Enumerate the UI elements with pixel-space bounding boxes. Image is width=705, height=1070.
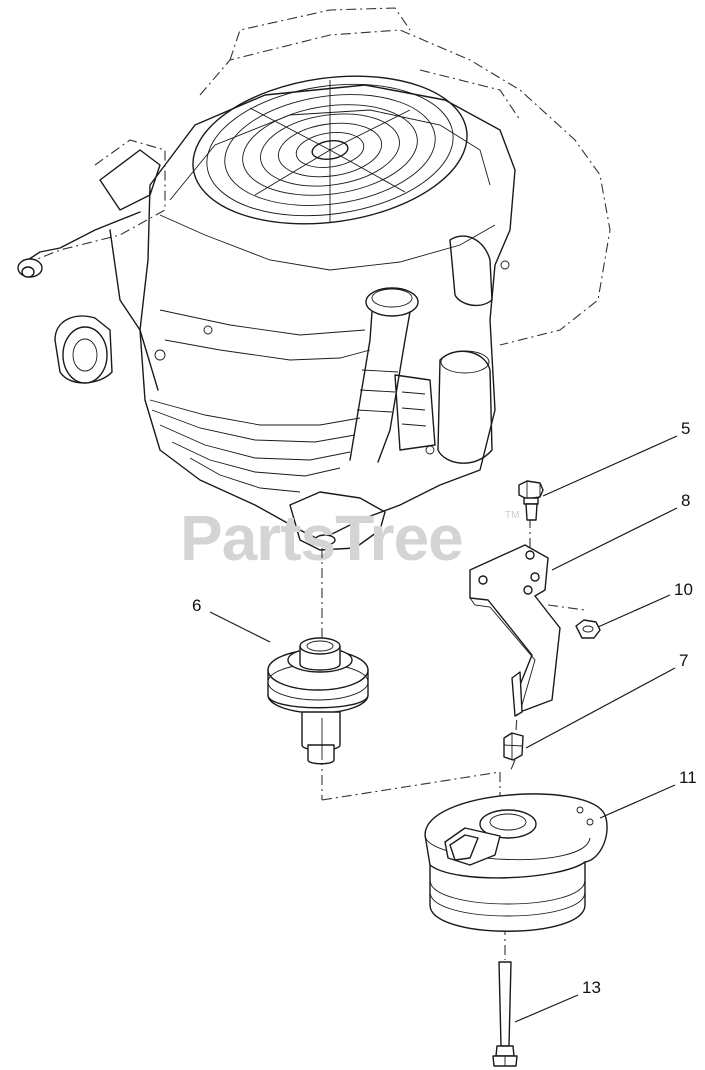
spacer-icon[interactable] xyxy=(503,732,524,761)
callout-7: 7 xyxy=(679,651,688,670)
bolt-icon[interactable] xyxy=(518,480,544,521)
pto-clutch-icon[interactable] xyxy=(424,793,608,932)
leader-13 xyxy=(514,994,579,1023)
oil-fill-cap xyxy=(349,287,419,463)
flywheel-screen xyxy=(192,75,468,225)
watermark: PartsTree TM xyxy=(180,502,519,574)
callouts: 5 8 10 6 7 11 13 xyxy=(192,419,697,997)
leader-5 xyxy=(542,435,678,497)
leader-7 xyxy=(525,667,676,749)
callout-13: 13 xyxy=(582,978,601,997)
watermark-text: PartsTree xyxy=(180,502,463,574)
nut-icon[interactable] xyxy=(575,619,601,639)
watermark-trademark: TM xyxy=(505,510,519,521)
leader-10 xyxy=(597,594,671,628)
callout-6: 6 xyxy=(192,596,201,615)
leader-8 xyxy=(551,507,678,571)
callout-5: 5 xyxy=(681,419,690,438)
long-bolt-icon[interactable] xyxy=(492,961,518,1067)
leader-lines xyxy=(209,435,678,1023)
leader-6 xyxy=(209,611,271,643)
bracket-icon[interactable] xyxy=(469,544,561,717)
callout-11: 11 xyxy=(679,768,697,787)
engine-drawing xyxy=(17,7,611,551)
leader-11 xyxy=(599,784,676,819)
callout-10: 10 xyxy=(674,580,693,599)
pulley-icon[interactable] xyxy=(267,637,369,765)
callout-8: 8 xyxy=(681,491,690,510)
